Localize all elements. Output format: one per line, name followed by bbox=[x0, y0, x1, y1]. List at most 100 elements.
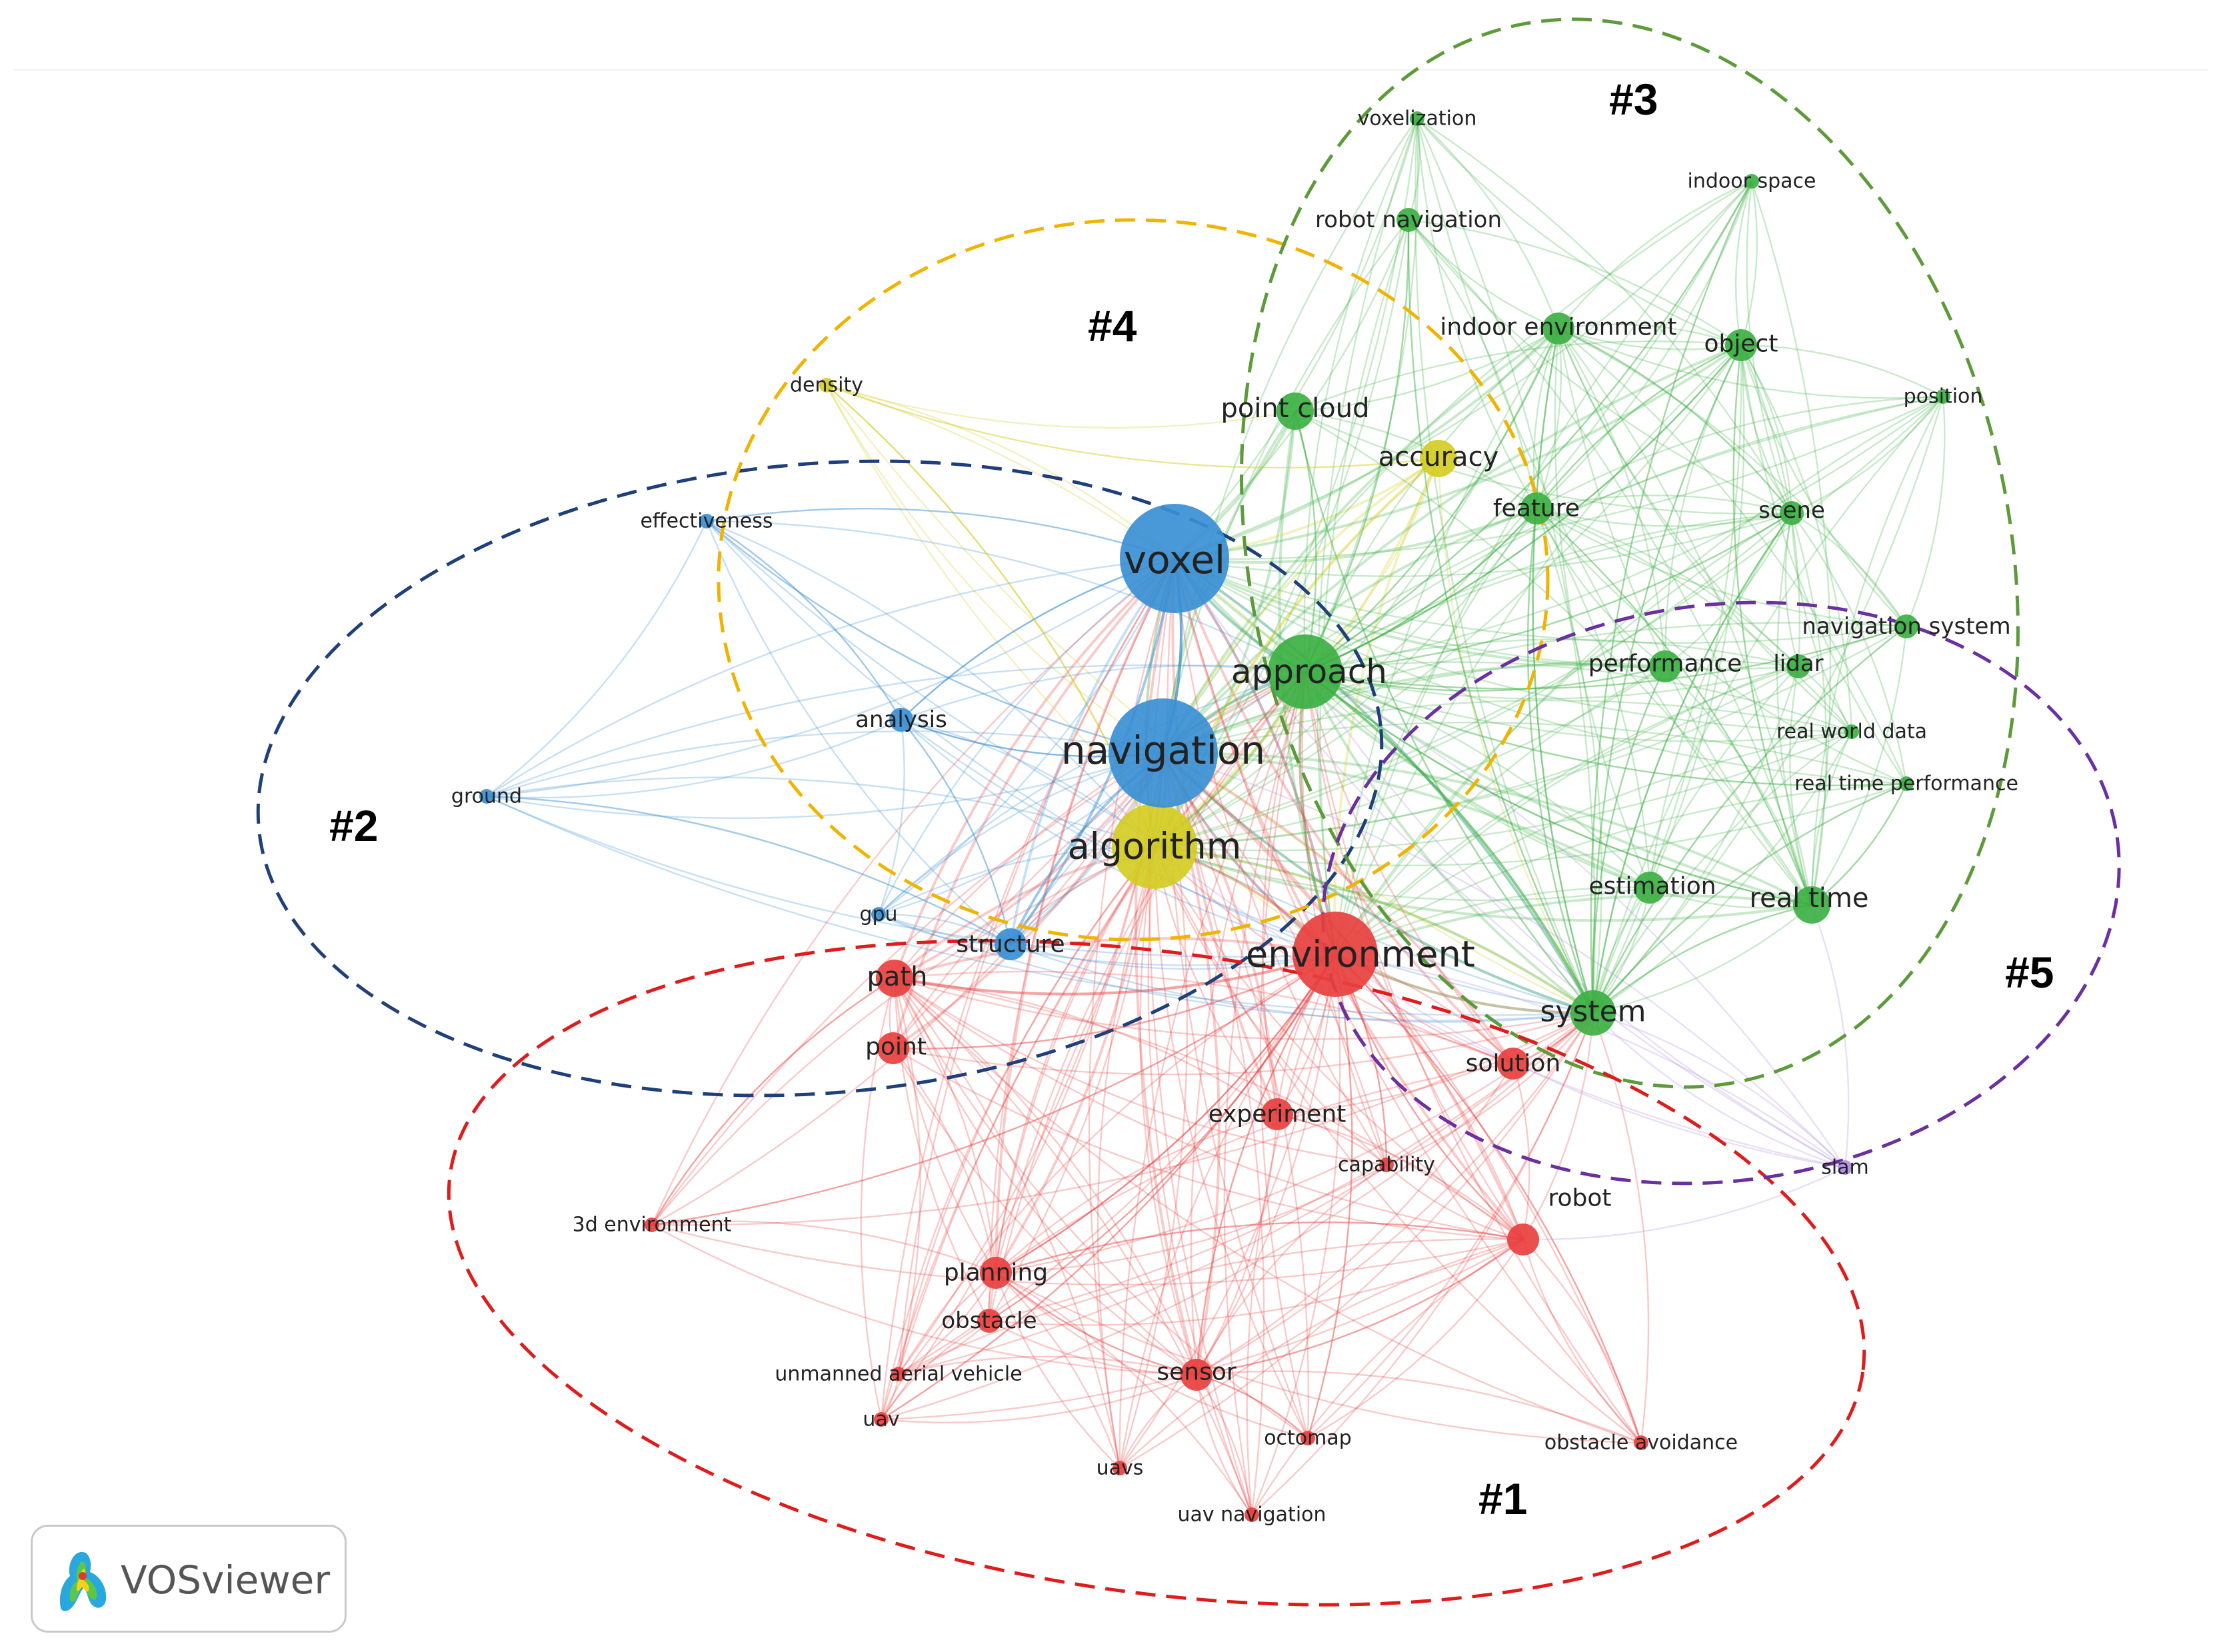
label-real-world-data: real world data bbox=[1776, 720, 1927, 744]
node-real-world-data[interactable] bbox=[1844, 724, 1859, 739]
label-approach: approach bbox=[1231, 652, 1387, 691]
node-point-cloud[interactable] bbox=[1276, 393, 1314, 430]
link bbox=[995, 558, 1176, 1273]
link bbox=[826, 384, 1439, 468]
node-uav[interactable] bbox=[874, 1412, 889, 1427]
link bbox=[1304, 345, 1742, 673]
link bbox=[1304, 671, 1594, 1014]
link bbox=[1162, 662, 1666, 754]
node-indoor-environment[interactable] bbox=[1542, 313, 1574, 345]
node-robot[interactable] bbox=[1507, 1224, 1539, 1255]
node-object[interactable] bbox=[1725, 329, 1757, 361]
label-obstacle-avoidance: obstacle avoidance bbox=[1544, 1431, 1738, 1455]
node-experiment[interactable] bbox=[1261, 1098, 1293, 1130]
node-unmanned-aerial-vehicle[interactable] bbox=[891, 1367, 906, 1381]
link bbox=[1416, 118, 1538, 509]
link bbox=[1334, 954, 1642, 1443]
link bbox=[1554, 328, 1651, 888]
node-ground[interactable] bbox=[479, 789, 494, 804]
link-layer bbox=[486, 117, 1946, 1515]
link bbox=[1414, 118, 1594, 1014]
label-sensor: sensor bbox=[1156, 1359, 1236, 1386]
link bbox=[1154, 625, 1907, 848]
link bbox=[1592, 512, 1792, 1014]
link bbox=[1304, 670, 1594, 1014]
node-voxelization[interactable] bbox=[1410, 111, 1424, 126]
node-real-time-performance[interactable] bbox=[1899, 776, 1914, 791]
node-analysis[interactable] bbox=[889, 708, 913, 732]
link bbox=[995, 1272, 1120, 1469]
node-solution[interactable] bbox=[1497, 1048, 1529, 1080]
node-capability[interactable] bbox=[1379, 1158, 1394, 1172]
node-approach[interactable] bbox=[1268, 634, 1342, 709]
node-gpu[interactable] bbox=[871, 907, 886, 922]
node-structure[interactable] bbox=[995, 928, 1027, 960]
link bbox=[651, 977, 895, 1226]
node-lidar[interactable] bbox=[1786, 654, 1810, 678]
node-uav-navigation[interactable] bbox=[1244, 1507, 1259, 1522]
node-feature[interactable] bbox=[1520, 492, 1552, 524]
node-navigation[interactable] bbox=[1108, 698, 1218, 808]
node-planning[interactable] bbox=[980, 1257, 1012, 1289]
node-accuracy[interactable] bbox=[1420, 440, 1457, 477]
link bbox=[1154, 508, 1537, 848]
label-uav-navigation: uav navigation bbox=[1177, 1503, 1326, 1527]
node-octomap[interactable] bbox=[1300, 1431, 1315, 1445]
link bbox=[1592, 666, 1666, 1014]
link bbox=[1592, 731, 1853, 1014]
link bbox=[1162, 699, 1852, 754]
link bbox=[486, 776, 1155, 848]
link bbox=[894, 978, 1253, 1515]
label-scene: scene bbox=[1758, 497, 1825, 524]
link bbox=[1304, 181, 1753, 672]
node-robot-navigation[interactable] bbox=[1396, 208, 1420, 232]
link bbox=[1316, 118, 1418, 955]
node-position[interactable] bbox=[1936, 389, 1950, 404]
node-density[interactable] bbox=[819, 378, 834, 393]
node-indoor-space[interactable] bbox=[1744, 174, 1759, 189]
link bbox=[881, 1373, 1197, 1423]
node-scene[interactable] bbox=[1780, 501, 1804, 525]
node-performance[interactable] bbox=[1649, 650, 1681, 682]
node-algorithm[interactable] bbox=[1112, 804, 1197, 889]
link bbox=[706, 520, 1164, 754]
node-layer[interactable] bbox=[479, 111, 1950, 1522]
link bbox=[1174, 557, 1799, 670]
link bbox=[881, 1012, 1594, 1421]
node-point[interactable] bbox=[877, 1032, 909, 1064]
link bbox=[1304, 508, 1537, 673]
link bbox=[651, 954, 1336, 1226]
node-voxel[interactable] bbox=[1120, 504, 1229, 613]
link bbox=[1154, 512, 1792, 848]
node-obstacle[interactable] bbox=[977, 1309, 1001, 1333]
link bbox=[1162, 344, 1742, 754]
node-3d-environment[interactable] bbox=[645, 1218, 659, 1232]
node-obstacle-avoidance[interactable] bbox=[1634, 1435, 1648, 1450]
node-navigation-system[interactable] bbox=[1894, 614, 1918, 638]
node-real-time[interactable] bbox=[1793, 886, 1830, 924]
link bbox=[1153, 846, 1387, 1166]
node-estimation[interactable] bbox=[1634, 872, 1666, 904]
node-sensor[interactable] bbox=[1180, 1359, 1212, 1391]
node-system[interactable] bbox=[1570, 990, 1616, 1036]
label-structure: structure bbox=[956, 931, 1065, 958]
node-uavs[interactable] bbox=[1112, 1461, 1127, 1475]
node-environment[interactable] bbox=[1292, 912, 1378, 997]
link bbox=[1740, 181, 1758, 346]
label-analysis: analysis bbox=[855, 706, 947, 733]
link bbox=[706, 508, 1175, 560]
label-environment: environment bbox=[1246, 934, 1475, 976]
node-effectiveness[interactable] bbox=[699, 514, 714, 528]
link bbox=[1648, 512, 1792, 888]
link bbox=[1558, 323, 1742, 347]
link bbox=[1334, 665, 1666, 955]
link bbox=[1535, 508, 1651, 888]
link bbox=[878, 558, 1176, 915]
link bbox=[1119, 1012, 1594, 1469]
link bbox=[894, 978, 1121, 1469]
label-voxel: voxel bbox=[1124, 537, 1225, 582]
label-effectiveness: effectiveness bbox=[640, 510, 773, 533]
node-slam[interactable] bbox=[1838, 1160, 1852, 1175]
node-path[interactable] bbox=[876, 960, 913, 997]
